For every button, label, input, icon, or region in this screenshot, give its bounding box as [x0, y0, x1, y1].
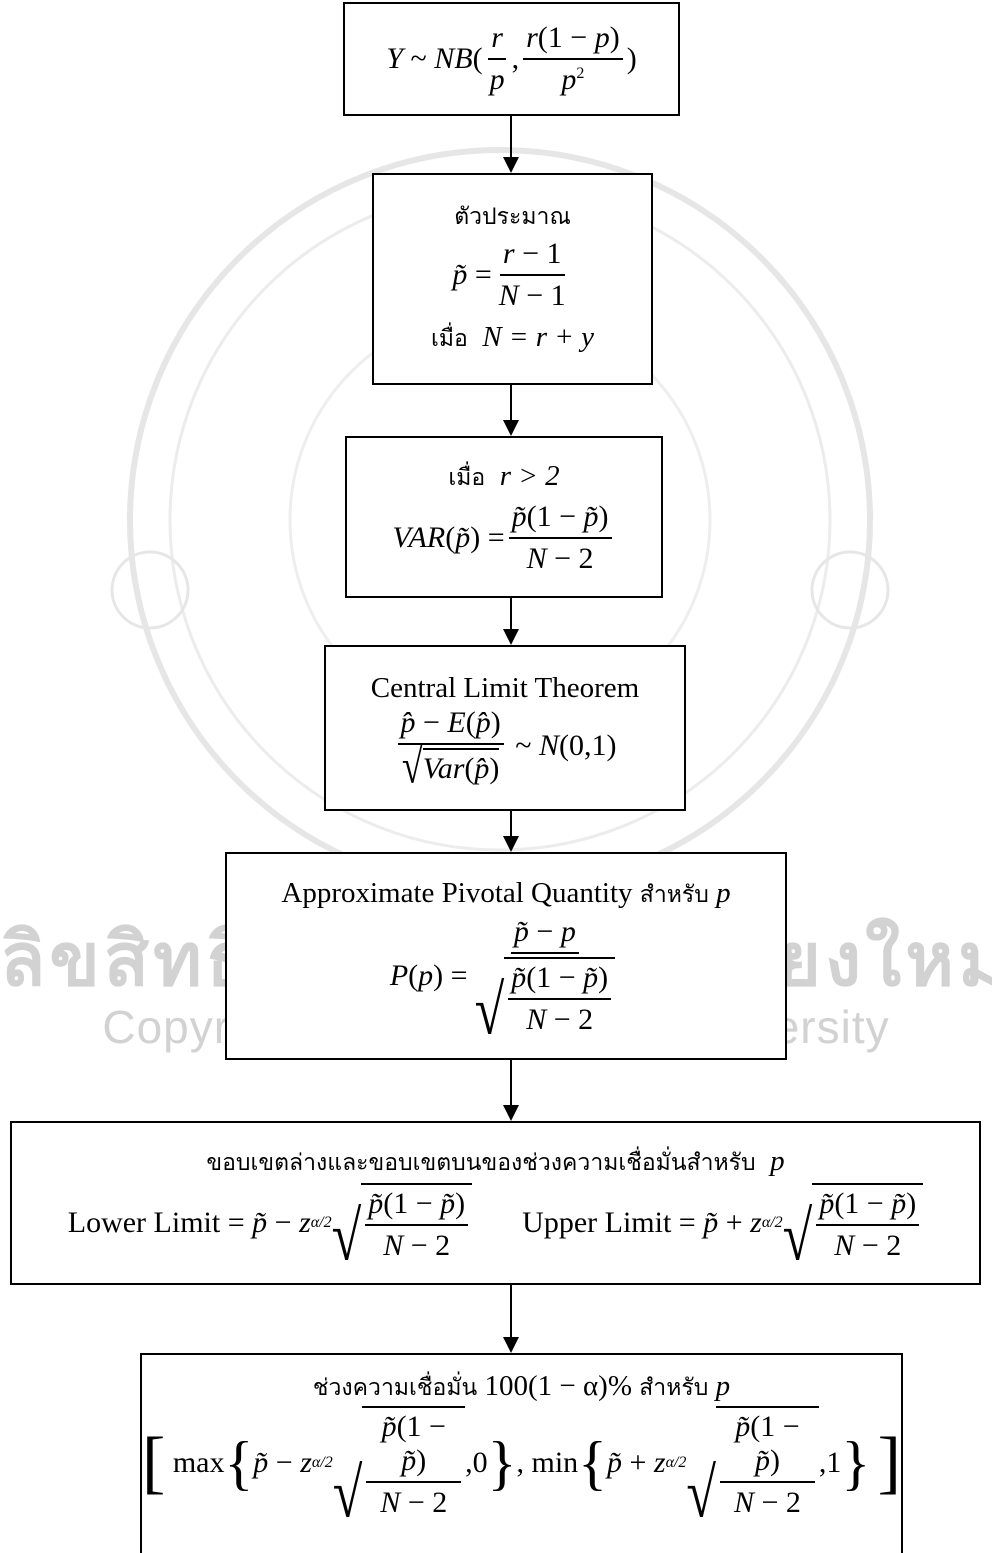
flow-arrow-1 [503, 116, 519, 173]
flow-arrow-4 [503, 811, 519, 852]
variance-formula: VAR(p̃) = p̃(1 − p̃)N − 2 [392, 500, 615, 576]
step-clt-box: Central Limit Theorem p̂ − E(p̂) √Var(p̂… [324, 645, 686, 811]
estimator-title: ตัวประมาณ [454, 203, 571, 230]
step-pivotal-box: Approximate Pivotal Quantity สำหรับ p P(… [225, 852, 787, 1060]
variance-condition: เมื่อ r > 2 [448, 459, 560, 492]
limits-title: ขอบเขตล่างและขอบเขตบนของช่วงความเชื่อมั่… [206, 1144, 785, 1177]
flow-arrow-3 [503, 598, 519, 645]
flow-arrow-5 [503, 1060, 519, 1121]
estimator-condition: เมื่อ N = r + y [431, 321, 594, 354]
min-word: min [531, 1446, 579, 1480]
upper-limit-label: Upper Limit = [522, 1206, 696, 1240]
step-limits-box: ขอบเขตล่างและขอบเขตบนของช่วงความเชื่อมั่… [10, 1121, 981, 1285]
pivotal-formula: P(p) = p̃ − p √ p̃(1 − p̃)N − 2 [390, 915, 622, 1045]
flow-arrow-2 [503, 385, 519, 436]
step-variance-box: เมื่อ r > 2 VAR(p̃) = p̃(1 − p̃)N − 2 [345, 436, 663, 598]
flow-arrow-6 [503, 1285, 519, 1353]
lower-limit-label: Lower Limit = [67, 1206, 245, 1240]
clt-title: Central Limit Theorem [370, 671, 640, 704]
clt-formula: p̂ − E(p̂) √Var(p̂) ~ N(0,1) [394, 706, 616, 792]
max-word: max [172, 1446, 225, 1480]
pivotal-title: Approximate Pivotal Quantity สำหรับ p [281, 876, 731, 909]
step-interval-box: ช่วงความเชื่อมั่น 100(1 − α)% สำหรับ p [… [140, 1353, 903, 1553]
interval-title: ช่วงความเชื่อมั่น 100(1 − α)% สำหรับ p [312, 1369, 731, 1402]
